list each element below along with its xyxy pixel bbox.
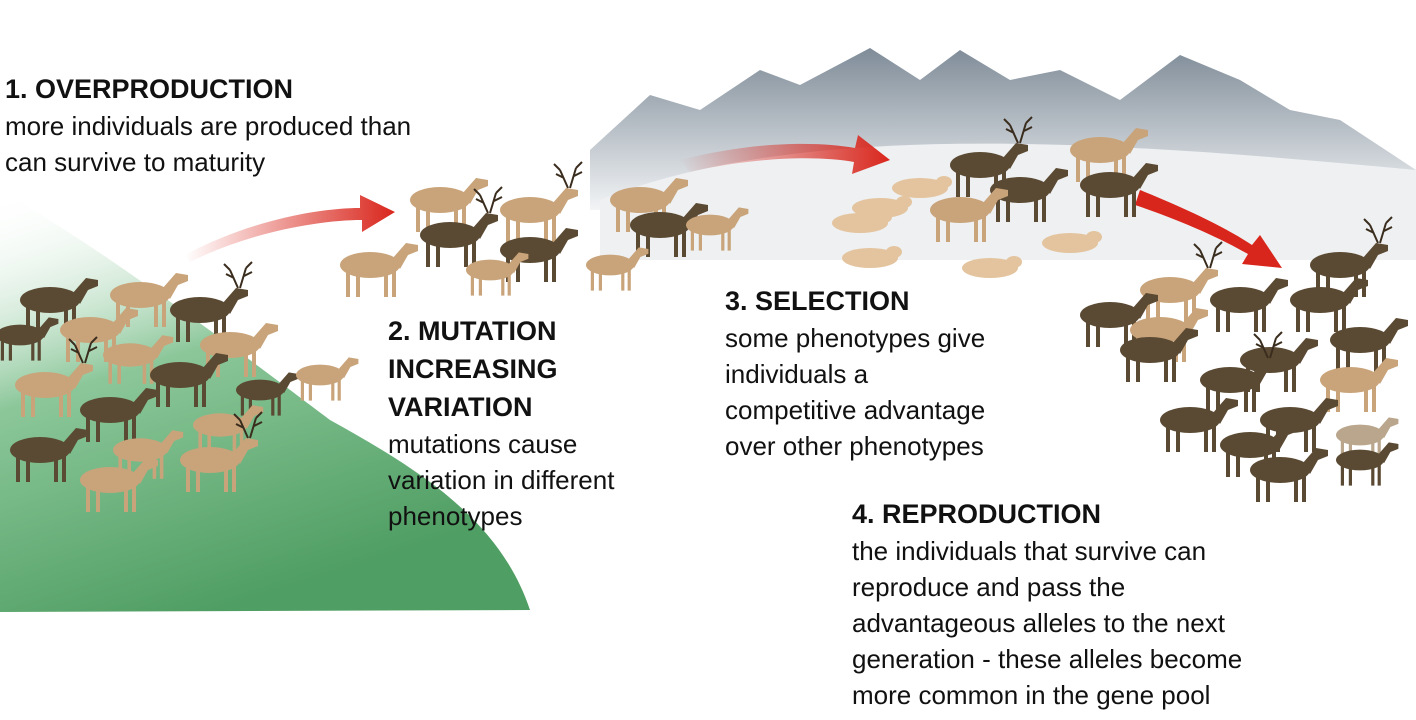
arrow-1 — [185, 195, 395, 262]
step-text: generation - these alleles become — [852, 644, 1243, 674]
caribou-icon — [852, 196, 912, 218]
caribou-icon — [1210, 278, 1288, 332]
arrows — [185, 135, 1282, 268]
caribou-icon — [0, 317, 59, 361]
caribou-icon — [1070, 128, 1148, 182]
caribou-icon — [20, 278, 98, 332]
caribou-icon — [1330, 318, 1408, 372]
caribou-icon — [1160, 398, 1238, 452]
caribou-icon — [990, 168, 1068, 222]
step-text: mutations cause — [388, 429, 578, 459]
arrow-3 — [1135, 190, 1282, 268]
caribou-icon — [80, 458, 158, 512]
caribou-icon — [296, 357, 359, 401]
caribou-icon — [15, 336, 98, 417]
step-overproduction: 1. OVERPRODUCTION more individuals are p… — [5, 70, 411, 180]
step-selection: 3. SELECTION some phenotypes give individ… — [725, 282, 985, 464]
caribou-icon — [842, 246, 902, 268]
caribou-icon — [236, 372, 299, 416]
caribou-icon — [80, 388, 158, 442]
step-text: more common in the gene pool — [852, 680, 1211, 710]
step-text: can survive to maturity — [5, 147, 266, 177]
caribou-icon — [113, 430, 184, 479]
caribou-icon — [1336, 442, 1399, 486]
caribou-icon — [170, 261, 253, 342]
step-text: phenotypes — [388, 501, 523, 531]
caribou-icon — [180, 411, 263, 492]
step-title: 1. OVERPRODUCTION — [5, 74, 294, 104]
caribou-icon — [103, 335, 174, 384]
step-text: competitive advantage — [725, 395, 986, 425]
caribou-icon — [60, 308, 138, 362]
caribou-icon — [1200, 331, 1283, 412]
caribou-icon — [1250, 448, 1328, 502]
caribou-icon — [1042, 231, 1102, 253]
step-text: more individuals are produced than — [5, 111, 412, 141]
caribou-icon — [1080, 163, 1158, 217]
caribou-icon — [892, 176, 952, 198]
step-text: variation in different — [388, 465, 615, 495]
caribou-icon — [950, 116, 1033, 197]
caribou-icon — [500, 161, 583, 242]
caribou-icon — [1260, 398, 1338, 452]
step-reproduction: 4. REPRODUCTION the individuals that sur… — [852, 495, 1242, 713]
caribou-icon — [420, 186, 503, 267]
caribou-icon — [193, 405, 264, 454]
caribou-icon — [586, 247, 649, 291]
caribou-icon — [930, 188, 1008, 242]
step-title: 3. SELECTION — [725, 286, 910, 316]
caribou-icon — [1140, 241, 1223, 322]
caribou-icon — [466, 252, 529, 296]
caribou-icon — [1120, 328, 1198, 382]
caribou-icon — [500, 228, 578, 282]
step-text: reproduce and pass the — [852, 572, 1126, 602]
step-text: advantageous alleles to the next — [852, 608, 1225, 638]
step-title: 4. REPRODUCTION — [852, 499, 1102, 529]
caribou-herd — [0, 116, 1408, 512]
caribou-icon — [686, 207, 749, 251]
caribou-icon — [1220, 423, 1298, 477]
caribou-icon — [1290, 278, 1368, 332]
step-text: over other phenotypes — [725, 431, 984, 461]
step-text: the individuals that survive can — [852, 536, 1207, 566]
caribou-icon — [962, 256, 1022, 278]
caribou-icon — [10, 428, 88, 482]
caribou-icon — [340, 243, 418, 297]
caribou-icon — [1080, 293, 1158, 347]
caribou-icon — [1336, 417, 1399, 461]
step-text: individuals a — [725, 359, 869, 389]
arrow-2 — [680, 135, 890, 174]
step-text: some phenotypes give — [725, 323, 986, 353]
